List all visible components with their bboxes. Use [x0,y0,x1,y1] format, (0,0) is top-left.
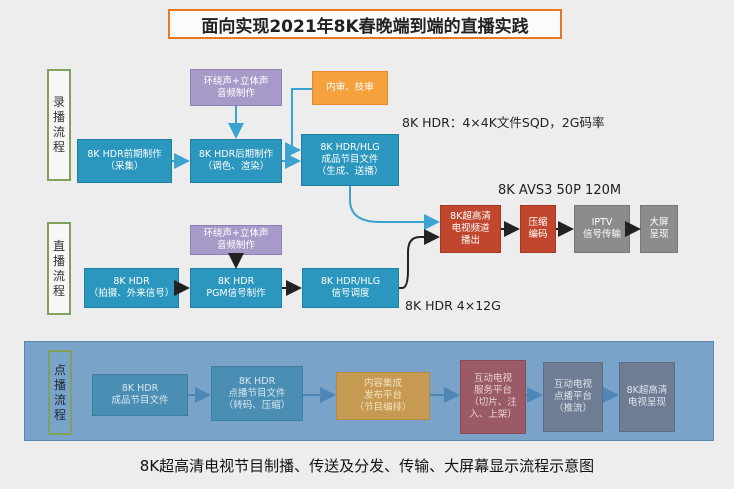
lane-label-record: 录播流程 [47,69,71,181]
dispatch-box: 8K HDR/HLG 信号调度 [302,268,399,308]
service-platform-box: 互动电视 服务平台 （切片、注 入、上架） [460,360,526,434]
arrow-review-to-finished [285,88,312,158]
pgm-box: 8K HDR PGM信号制作 [190,268,282,308]
vod-display-box: 8K超高清 电视呈现 [619,362,675,432]
vod-file-box: 8K HDR 点播节目文件 （转码、压缩） [211,366,303,421]
lane-label-live: 直播流程 [47,222,71,315]
record-spec-note: 8K HDR：4×4K文件SQD，2G码率 [402,115,605,130]
compress-box: 压缩 编码 [520,205,556,253]
pre-production-box: 8K HDR前期制作 （采集） [77,139,172,183]
shoot-box: 8K HDR （拍摄、外来信号） [84,268,179,308]
broadcast-spec-note: 8K AVS3 50P 120M [498,183,622,198]
vod-platform-box: 互动电视 点播平台 （推流） [543,362,603,432]
page-title: 面向实现2021年8K春晚端到端的直播实践 [168,9,562,39]
finished-program-box: 8K HDR/HLG 成品节目文件 （生成、送播） [301,134,399,186]
channel-playout-box: 8K超高清 电视频道 播出 [440,205,501,253]
iptv-box: IPTV 信号传输 [574,205,630,253]
vod-finished-box: 8K HDR 成品节目文件 [92,374,188,416]
review-box: 内审、技审 [312,71,388,105]
publish-platform-box: 内容集成 发布平台 （节目编排） [336,372,430,420]
live-spec-note: 8K HDR 4×12G [405,298,501,313]
figure-caption: 8K超高清电视节目制播、传送及分发、传输、大屏幕显示流程示意图 [139,457,595,475]
record-audio-box: 环绕声+立体声 音频制作 [190,69,282,106]
arrow-finished-to-channel [349,186,440,230]
post-production-box: 8K HDR后期制作 （调色、渲染） [190,139,282,183]
screen-box: 大屏 呈现 [640,205,678,253]
arrow-dispatch-to-channel [399,229,440,289]
lane-label-vod: 点播流程 [48,350,72,435]
